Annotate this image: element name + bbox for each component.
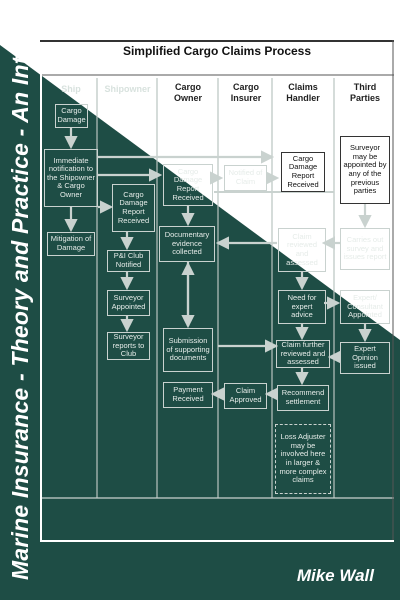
box-cargo-owner-report: Cargo Damage Report Received	[163, 164, 213, 206]
box-payment-received: Payment Received	[163, 382, 213, 408]
box-pi-club: P&I Club Notified	[107, 250, 150, 272]
flow-arrows	[64, 128, 372, 401]
box-cargo-damage: Cargo Damage	[55, 104, 88, 128]
box-carries-out-survey: Carries out survey and issues report	[340, 228, 390, 270]
col-head-shipowner: Shipowner	[104, 84, 151, 94]
box-submission: Submission of supporting documents	[163, 328, 213, 372]
frame-left-line	[40, 40, 42, 540]
box-expert-opinion: Expert Opinion issued	[340, 342, 390, 374]
box-immediate-notification: Immediate notification to the Shipowner …	[44, 149, 98, 207]
col-head-ship: Ship	[61, 84, 81, 94]
col-head-cargo-owner: Cargo Owner	[173, 82, 202, 103]
box-need-expert: Need for expert advice	[278, 290, 326, 324]
author-name: Mike Wall	[296, 566, 374, 585]
col-head-claims-handler: Claims Handler	[286, 82, 320, 103]
box-claim-approved: Claim Approved	[224, 383, 267, 409]
box-third-party-surveyor: Surveyor may be appointed by any of the …	[340, 136, 390, 204]
box-claims-handler-report: Cargo Damage Report Received	[281, 152, 325, 192]
box-documentary-evidence: Documentary evidence collected	[159, 226, 215, 262]
frame-top-line	[40, 40, 394, 42]
box-expert-appointed: Expert/ Consultant Appointed	[340, 290, 390, 324]
column-dividers	[96, 78, 335, 498]
book-title: Marine Insurance - Theory and Practice -…	[7, 0, 33, 580]
diagram-title: Simplified Cargo Claims Process	[122, 44, 312, 58]
box-claim-reviewed: Claim reviewed and assessed	[278, 228, 326, 272]
box-notified-of-claim: Notified of Claim	[224, 165, 267, 191]
box-shipowner-report: Cargo Damage Report Received	[112, 184, 155, 232]
box-loss-adjuster: Loss Adjuster may be involved here in la…	[275, 424, 331, 494]
box-claim-further: Claim further reviewed and assessed	[276, 340, 330, 368]
box-mitigation: Mitigation of Damage	[47, 232, 95, 256]
box-recommend-settlement: Recommend settlement	[277, 385, 329, 411]
box-surveyor-appointed: Surveyor Appointed	[107, 290, 150, 316]
col-head-third-parties: Third Parties	[349, 82, 381, 103]
frame-bottom-line	[40, 540, 394, 542]
box-surveyor-reports: Surveyor reports to Club	[107, 332, 150, 360]
col-head-cargo-insurer: Cargo Insurer	[230, 82, 262, 103]
claims-process-diagram	[42, 40, 394, 540]
